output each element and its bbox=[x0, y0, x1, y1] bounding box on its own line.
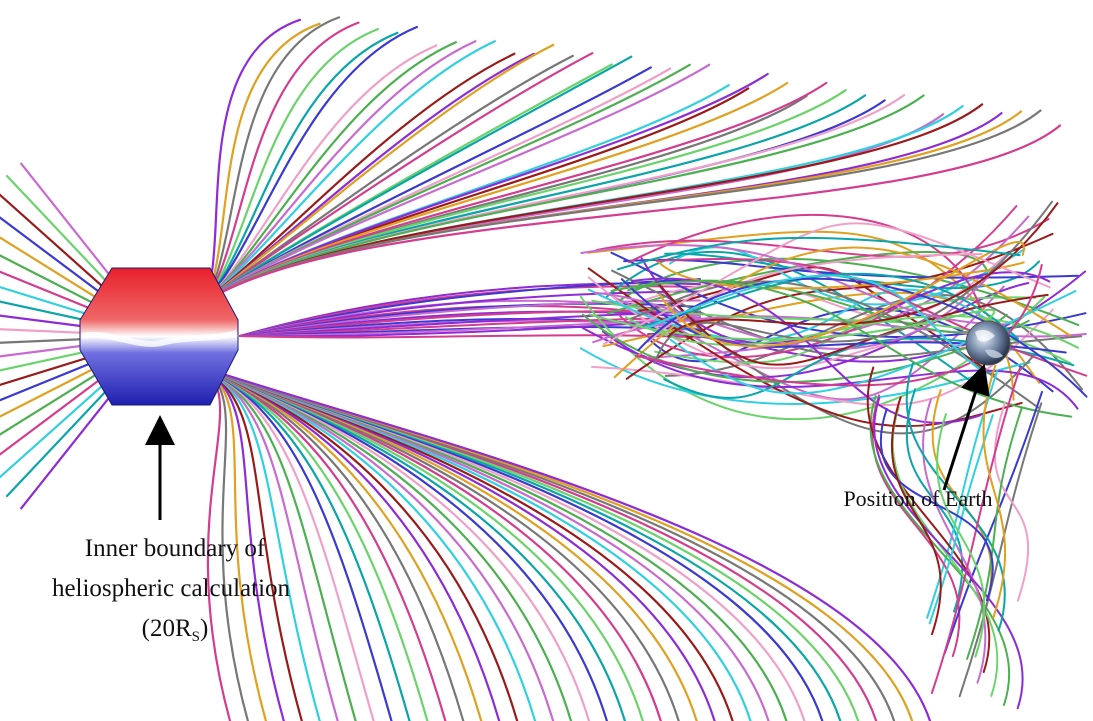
inner-label-main: (20R bbox=[142, 615, 192, 642]
field-line bbox=[613, 246, 1071, 379]
field-line bbox=[239, 334, 701, 339]
earth-icon bbox=[965, 320, 1011, 366]
field-line bbox=[595, 218, 1050, 258]
field-line bbox=[196, 364, 788, 721]
field-line bbox=[663, 337, 1075, 399]
field-line bbox=[610, 280, 1073, 418]
field-line bbox=[657, 282, 1049, 366]
field-line bbox=[196, 63, 711, 308]
field-line bbox=[196, 124, 1062, 308]
field-line bbox=[866, 366, 991, 673]
field-line bbox=[239, 317, 701, 337]
field-line bbox=[196, 31, 399, 308]
field-line bbox=[647, 253, 983, 343]
field-line bbox=[196, 89, 847, 308]
field-lines-tangle bbox=[579, 200, 1088, 710]
field-line bbox=[936, 413, 986, 658]
field-line bbox=[634, 264, 1043, 387]
field-line bbox=[602, 330, 1079, 410]
earth-arrow bbox=[942, 363, 990, 491]
field-line bbox=[905, 362, 1006, 632]
field-line bbox=[196, 364, 321, 721]
field-line bbox=[196, 364, 932, 721]
field-line bbox=[196, 364, 303, 721]
inner-boundary-label-line2: heliospheric calculation bbox=[52, 575, 291, 602]
inner-boundary-sphere bbox=[79, 267, 239, 406]
field-line bbox=[647, 274, 986, 375]
field-line bbox=[982, 364, 1007, 619]
field-line bbox=[196, 87, 750, 308]
field-line bbox=[196, 40, 496, 308]
field-line bbox=[966, 407, 1023, 660]
field-line bbox=[196, 43, 555, 308]
field-line bbox=[869, 395, 1011, 706]
field-line bbox=[196, 113, 945, 308]
field-line bbox=[196, 94, 925, 308]
field-line bbox=[658, 240, 1025, 348]
inner-label-end: ) bbox=[200, 615, 208, 642]
field-line bbox=[667, 202, 1059, 338]
inner-boundary-label-line1: Inner boundary of bbox=[85, 535, 266, 562]
field-line bbox=[928, 414, 994, 625]
field-line bbox=[890, 396, 942, 636]
field-line bbox=[196, 364, 752, 721]
field-line bbox=[239, 278, 701, 337]
inner-boundary-label-line3: (20RS) bbox=[142, 615, 209, 645]
field-line bbox=[943, 390, 1043, 655]
field-line bbox=[239, 302, 701, 337]
field-line bbox=[616, 236, 1021, 271]
field-line bbox=[958, 402, 1043, 698]
field-line bbox=[628, 213, 981, 309]
field-line bbox=[873, 397, 1024, 710]
inner-label-sub: S bbox=[192, 629, 200, 645]
field-line bbox=[891, 406, 999, 697]
field-line bbox=[196, 25, 418, 308]
field-line bbox=[588, 308, 996, 341]
earth-label: Position of Earth bbox=[843, 486, 992, 511]
field-line bbox=[879, 408, 994, 602]
field-line bbox=[994, 401, 1029, 602]
field-line bbox=[922, 398, 987, 684]
field-line bbox=[603, 222, 1051, 345]
field-line bbox=[239, 290, 701, 337]
